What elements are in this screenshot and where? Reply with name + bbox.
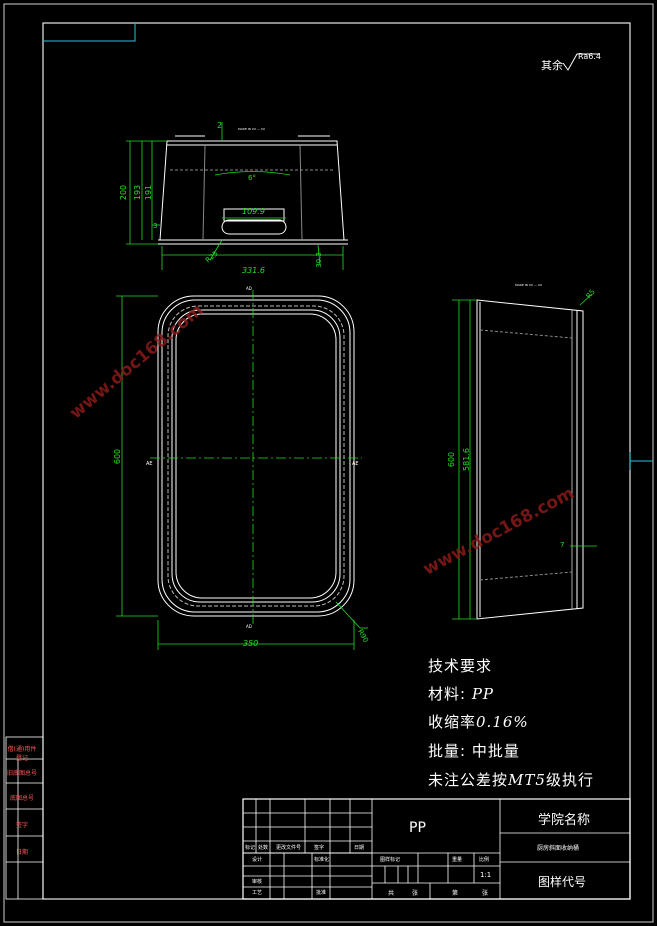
side-strip-sign: 签字: [15, 822, 28, 829]
col-mark: 标记: [245, 845, 256, 851]
section-mark-top: AD: [246, 286, 252, 291]
side-strip-old-base: 旧底图总号: [6, 770, 37, 777]
sheet-num-unit: 张: [482, 890, 489, 897]
front-dim-h2: 193: [133, 184, 143, 201]
section-mark-right: AE: [352, 461, 359, 467]
side-dim-thickness: 7: [560, 541, 565, 549]
code-box: [43, 23, 136, 42]
section-mark-bottom: AD: [246, 624, 252, 629]
sheet-num-label: 第: [452, 890, 459, 897]
row-process: 工艺: [252, 890, 263, 896]
tech-material-value: PP: [471, 685, 495, 703]
front-dim-depth: 30.3: [314, 252, 323, 268]
top-view: [157, 295, 355, 617]
title-school: 学院名称: [538, 813, 591, 828]
side-view: [476, 299, 584, 620]
front-dim-width: 331.6: [242, 266, 265, 275]
side-tiny-note: MADE IN XX — XX: [515, 283, 543, 287]
sheet-total-unit: 张: [412, 890, 419, 897]
front-view-dims: [126, 122, 344, 270]
tech-tolerance-grade: MT5: [508, 771, 546, 789]
title-material: PP: [409, 820, 426, 836]
roughness-value: Ra6.4: [578, 52, 602, 61]
title-part-name: 厨房斜面收纳桶: [537, 845, 580, 852]
side-dim-h2: 581.6: [461, 448, 471, 471]
side-dim-h1: 600: [447, 451, 457, 468]
side-strip-date: 日期: [15, 849, 28, 856]
front-dim-base: 3: [153, 222, 158, 230]
sheet-total-label: 共: [388, 890, 395, 897]
stage-header-mark: 图样标记: [380, 857, 401, 863]
tech-tolerance: 未注公差按MT5级执行: [428, 769, 594, 790]
section-mark-left: AE: [146, 461, 153, 467]
side-strip-register: 借(通)用件登记: [7, 746, 37, 762]
top-dim-width: 350: [243, 639, 259, 648]
row-design: 设计: [252, 857, 263, 863]
col-count: 处数: [258, 845, 269, 851]
top-view-centerlines: [150, 290, 362, 624]
outer-frame: [3, 3, 654, 923]
tech-material-label: 材料:: [428, 685, 467, 703]
tech-shrink: 收缩率0.16%: [428, 711, 529, 732]
col-change-doc: 更改文件号: [276, 845, 302, 851]
row-standardize: 标准化: [314, 857, 330, 863]
side-strip-lines: [5, 736, 44, 900]
col-date: 日期: [354, 845, 365, 851]
title-drawing-code: 图样代号: [538, 875, 587, 889]
front-dim-h1: 200: [119, 184, 129, 201]
tech-tolerance-prefix: 未注公差按: [428, 771, 509, 789]
front-dim-slot: 109.9: [242, 207, 265, 216]
front-view: [158, 135, 348, 245]
side-view-dims: [452, 293, 597, 620]
stage-header-scale: 比例: [479, 857, 490, 863]
tech-batch: 批量: 中批量: [428, 742, 520, 760]
stage-header-weight: 重量: [452, 857, 463, 863]
title-scale: 1:1: [480, 871, 492, 879]
tech-title: 技术要求: [428, 657, 493, 675]
side-strip-base: 底图总号: [9, 795, 34, 802]
tech-material: 材料: PP: [428, 683, 494, 704]
roughness-prefix: 其余: [541, 59, 563, 72]
front-dim-h3: 191: [144, 184, 154, 201]
front-tiny-note: MADE IN XX — XX: [238, 127, 266, 131]
top-dim-height: 600: [113, 448, 123, 465]
roughness-symbol: [562, 53, 600, 71]
front-dim-angle: 6°: [248, 174, 256, 182]
tech-shrink-value: 0.16%: [476, 713, 529, 731]
tech-tolerance-suffix: 级执行: [545, 771, 594, 789]
front-dim-top: 2: [217, 121, 223, 130]
col-sign: 签字: [314, 845, 325, 851]
row-approve: 批准: [316, 890, 327, 896]
title-block-lines: [242, 798, 631, 900]
tech-shrink-label: 收缩率: [428, 713, 477, 731]
row-review: 审核: [252, 879, 263, 885]
top-view-dims: [116, 295, 368, 650]
